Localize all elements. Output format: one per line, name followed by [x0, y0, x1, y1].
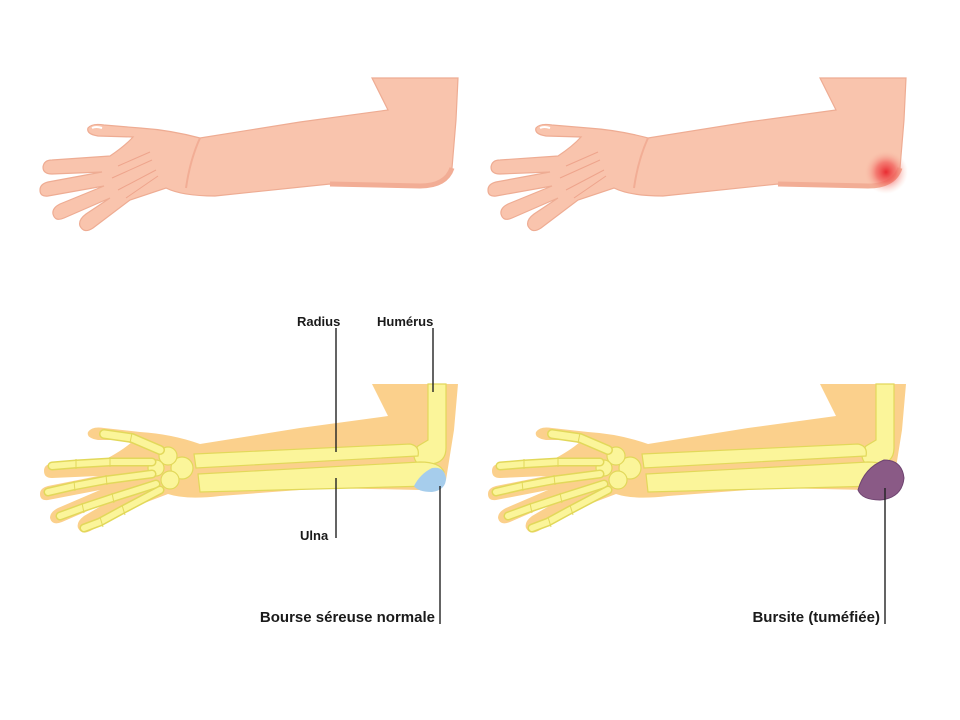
arm-skeleton-bursitis-icon: [488, 384, 906, 533]
arm-skeleton-icon: [40, 384, 458, 533]
arm-inflamed-icon: [488, 78, 908, 231]
swollen-bursa-shape: [857, 459, 905, 501]
inflammation-spot: [864, 150, 908, 194]
arm-exterior-icon: [40, 78, 458, 231]
bursitis-label: Bursite (tuméfiée): [752, 609, 880, 626]
normal-bursa-shape: [414, 467, 446, 492]
ulna-label: Ulna: [300, 528, 329, 543]
humerus-label: Humérus: [377, 314, 433, 329]
normal-bursa-label: Bourse séreuse normale: [260, 609, 435, 626]
radius-label: Radius: [297, 314, 340, 329]
